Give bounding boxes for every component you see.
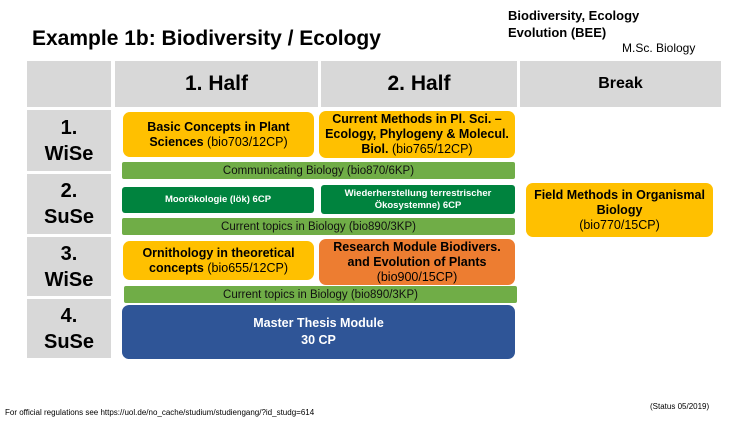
header-first-half: 1. Half (115, 61, 318, 107)
semester-3-number: 3. (60, 242, 78, 265)
module-wiederherstellung: Wiederherstellung terrestrischer Ökosyst… (321, 185, 515, 214)
module-basic-concepts: Basic Concepts in Plant Sciences (bio703… (123, 112, 314, 157)
module-ornithology-code: (bio655/12CP) (207, 260, 288, 275)
semester-1-term: WiSe (44, 142, 94, 165)
module-current-methods-name: Current Methods in Pl. Sci. – Ecology, P… (325, 112, 509, 156)
module-moorokologie: Moorökologie (lök) 6CP (122, 187, 314, 213)
semester-4-term: SuSe (43, 330, 95, 353)
module-research-module-name: Research Module Biodivers. and Evolution… (333, 239, 501, 269)
module-current-methods-code: (bio765/12CP) (391, 142, 473, 156)
module-basic-concepts-code: (bio703/12CP) (207, 134, 288, 149)
module-master-thesis-cp: 30 CP (301, 333, 336, 347)
module-current-methods: Current Methods in Pl. Sci. – Ecology, P… (319, 111, 515, 158)
semester-2-number: 2. (60, 180, 78, 202)
program-name-line2: Evolution (BEE) (508, 25, 607, 40)
page-title: Example 1b: Biodiversity / Ecology (32, 27, 381, 50)
degree-label: M.Sc. Biology (622, 41, 696, 55)
module-basic-concepts-name: Basic Concepts in Plant Sciences (147, 119, 290, 149)
module-field-methods-code: (bio770/15CP) (579, 217, 660, 232)
module-field-methods: Field Methods in Organismal Biology(bio7… (526, 183, 713, 237)
semester-4-number: 4. (60, 304, 78, 327)
header-break: Break (520, 61, 721, 107)
program-name: Biodiversity, Ecology Evolution (BEE) (508, 7, 668, 41)
module-master-thesis-name: Master Thesis Module (253, 316, 384, 330)
program-name-line1: Biodiversity, Ecology (508, 8, 640, 23)
semester-3: 3. WiSe (27, 237, 111, 296)
module-current-topics-2: Current topics in Biology (bio890/3KP) (124, 286, 517, 303)
module-ornithology-name: Ornithology in theoretical concepts (142, 245, 295, 275)
semester-4: 4. SuSe (27, 299, 111, 358)
status-date: (Status 05/2019) (650, 402, 710, 411)
module-master-thesis: Master Thesis Module 30 CP (122, 305, 515, 359)
semester-1-number: 1. (60, 116, 78, 139)
module-research-module: Research Module Biodivers. and Evolution… (319, 239, 515, 285)
semester-1: 1. WiSe (27, 110, 111, 171)
semester-3-term: WiSe (44, 268, 94, 291)
module-research-module-code: (bio900/15CP) (376, 269, 458, 284)
module-field-methods-name: Field Methods in Organismal Biology (534, 187, 705, 217)
semester-2-term: SuSe (43, 206, 95, 228)
module-communicating-biology: Communicating Biology (bio870/6KP) (122, 162, 515, 179)
header-corner (27, 61, 111, 107)
footer-regulations-link[interactable]: For official regulations see https://uol… (5, 408, 315, 417)
semester-2: 2. SuSe (27, 174, 111, 234)
module-ornithology: Ornithology in theoretical concepts (bio… (123, 241, 314, 280)
module-current-topics-1: Current topics in Biology (bio890/3KP) (122, 218, 515, 235)
header-second-half: 2. Half (321, 61, 517, 107)
